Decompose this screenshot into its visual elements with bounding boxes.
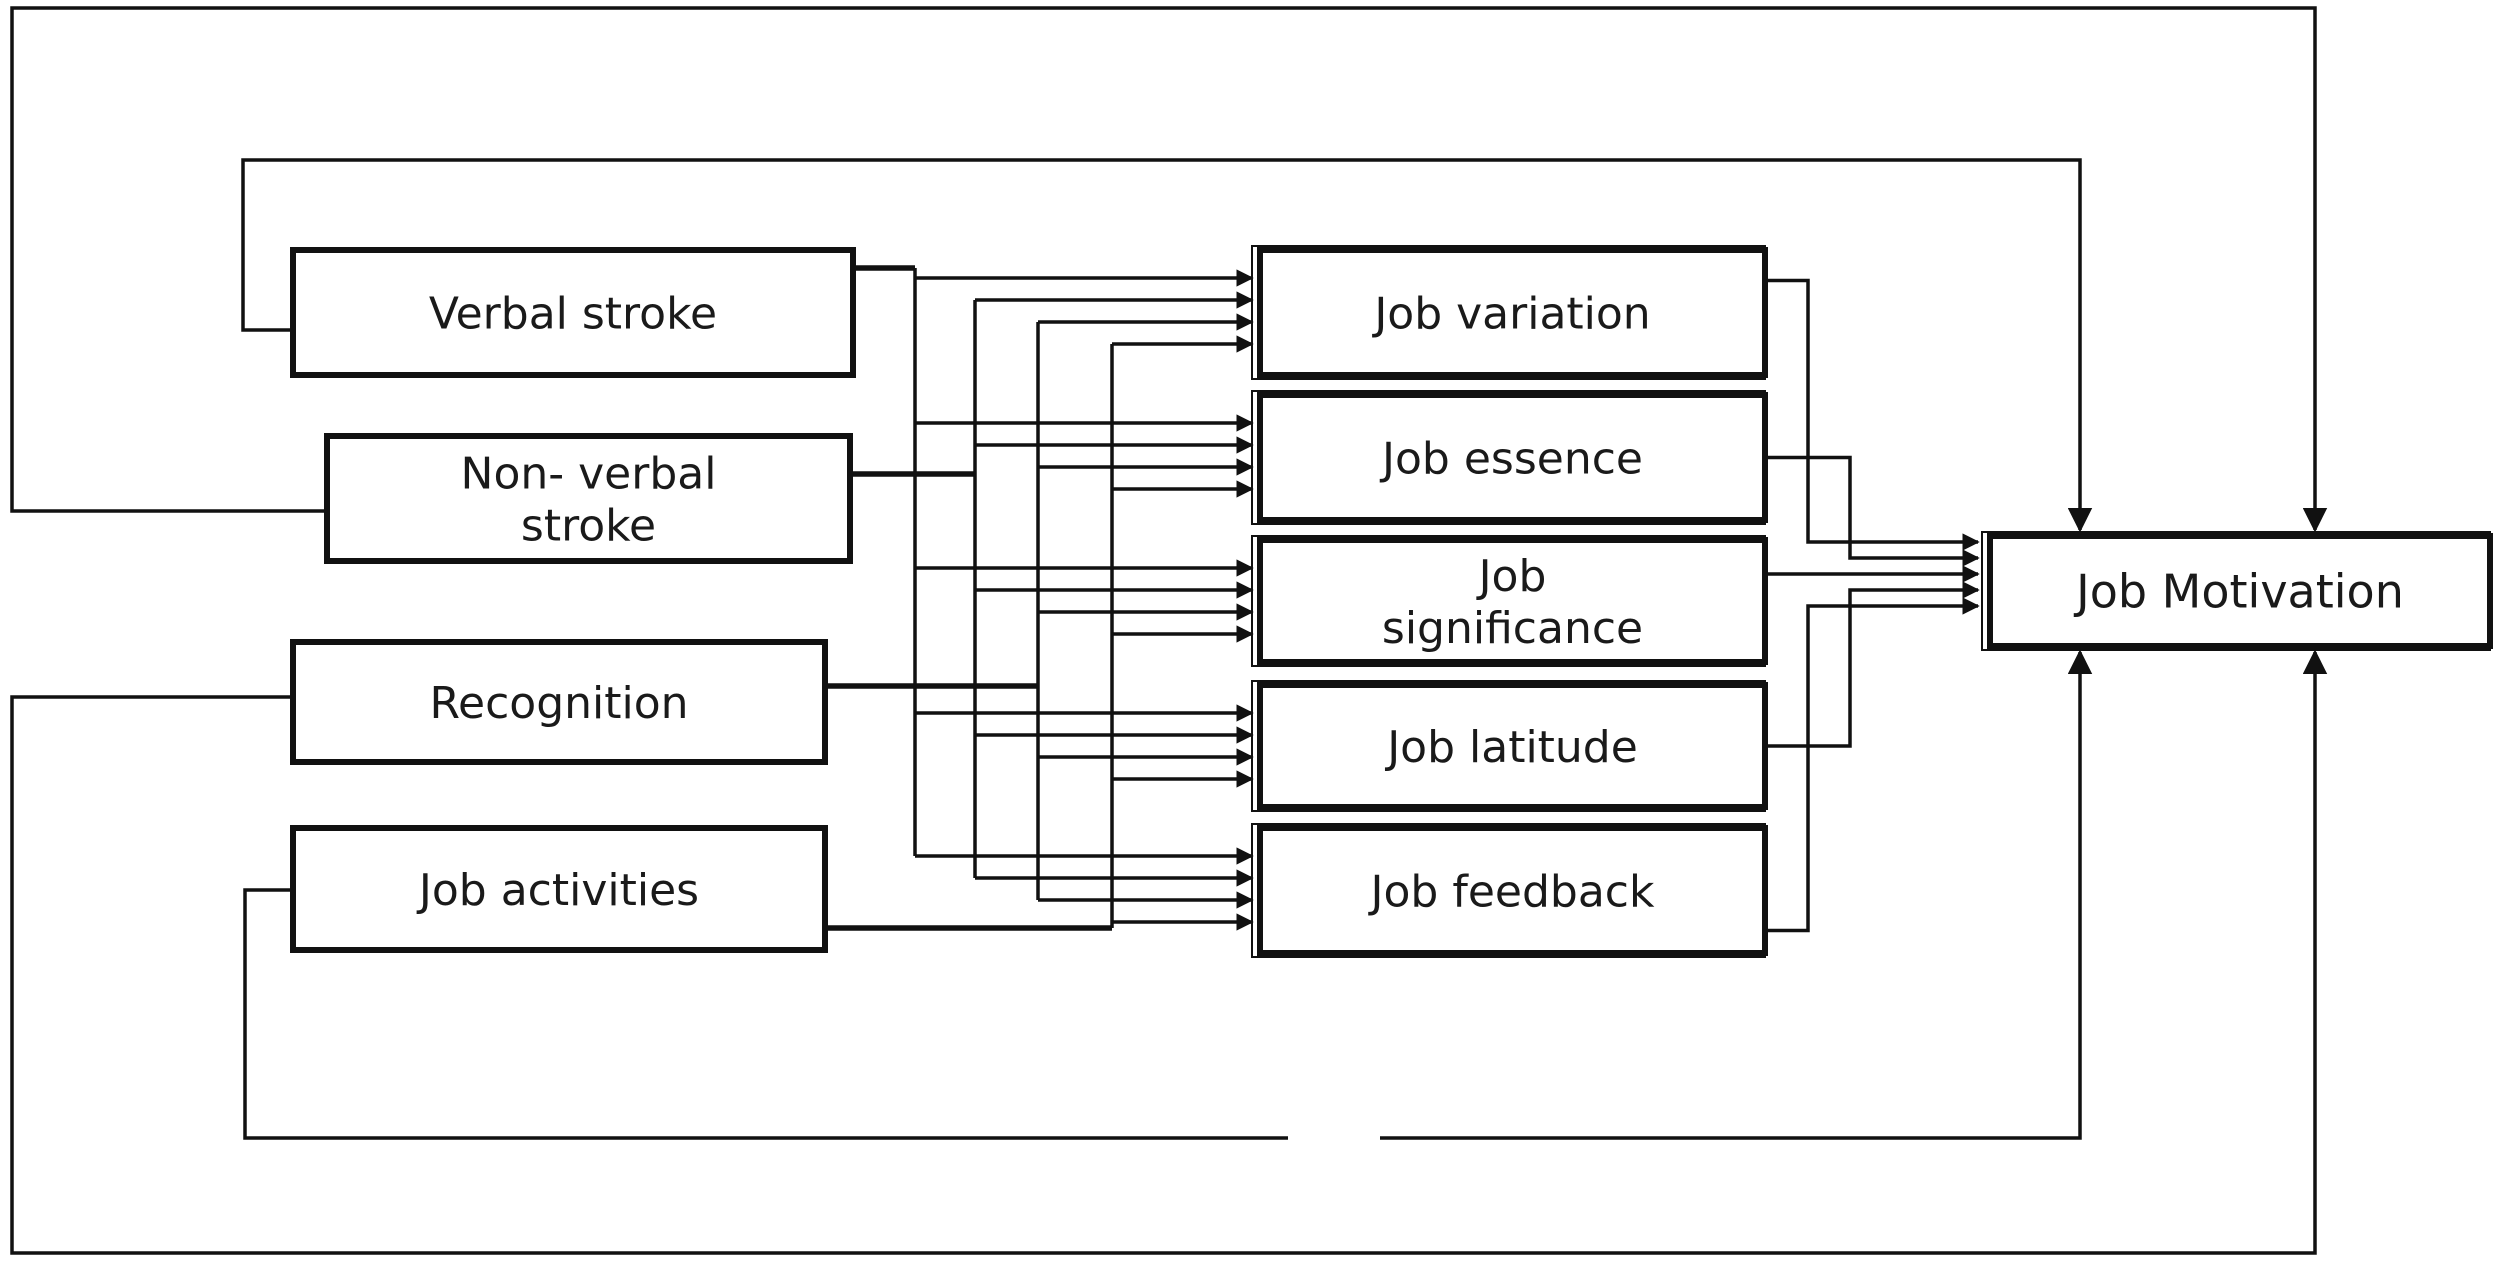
node-job-feedback: Job feedback <box>1251 823 1768 958</box>
node-recognition: Recognition <box>290 639 828 765</box>
node-label: Verbal stroke <box>429 288 717 339</box>
node-box <box>1257 247 1768 378</box>
node-label: Job latitude <box>1384 722 1638 773</box>
node-box <box>290 639 828 765</box>
node-label: Job Motivation <box>2073 565 2404 619</box>
line-gap <box>1288 1132 1380 1144</box>
node-verbal-stroke: Verbal stroke <box>290 247 856 378</box>
edge-job_variation-to-job-motivation <box>1765 278 1980 551</box>
edge-job_essence-to-job-motivation <box>1765 455 1980 567</box>
node-box <box>324 433 853 564</box>
node-label: Job <box>1476 551 1547 602</box>
edge-job-activities-to-job-motivation <box>243 649 2093 1140</box>
edge-recognition-to-job-motivation <box>10 649 2328 1255</box>
node-box <box>1257 682 1768 810</box>
node-label: Recognition <box>429 678 688 729</box>
node-box <box>1257 392 1768 523</box>
node-label: Job variation <box>1371 288 1650 339</box>
node-box <box>290 247 856 378</box>
node-box <box>1257 537 1768 665</box>
node-label: significance <box>1382 603 1643 654</box>
node-label: Job essence <box>1379 433 1643 484</box>
node-label: Job activities <box>416 865 699 916</box>
node-box <box>1987 533 2493 649</box>
edge-verbal-stroke-to-job-motivation <box>241 158 2093 533</box>
edge-non-verbal-stroke-to-job-motivation <box>10 6 2328 533</box>
connection-lines <box>10 6 2328 1255</box>
node-box <box>1257 825 1768 956</box>
node-label: Job feedback <box>1368 866 1655 917</box>
node-job-variation: Job variation <box>1251 245 1768 380</box>
node-job-activities: Job activities <box>290 825 828 953</box>
edge-job_latitude-to-job-motivation <box>1765 581 1980 748</box>
node-box <box>290 825 828 953</box>
node-label: stroke <box>521 500 656 551</box>
node-job-essence: Job essence <box>1251 390 1768 525</box>
node-label: Non- verbal <box>461 448 717 499</box>
node-job-latitude: Job latitude <box>1251 680 1768 812</box>
edge-job_feedback-to-job-motivation <box>1765 597 1980 933</box>
node-job-motivation: Job Motivation <box>1981 531 2493 651</box>
